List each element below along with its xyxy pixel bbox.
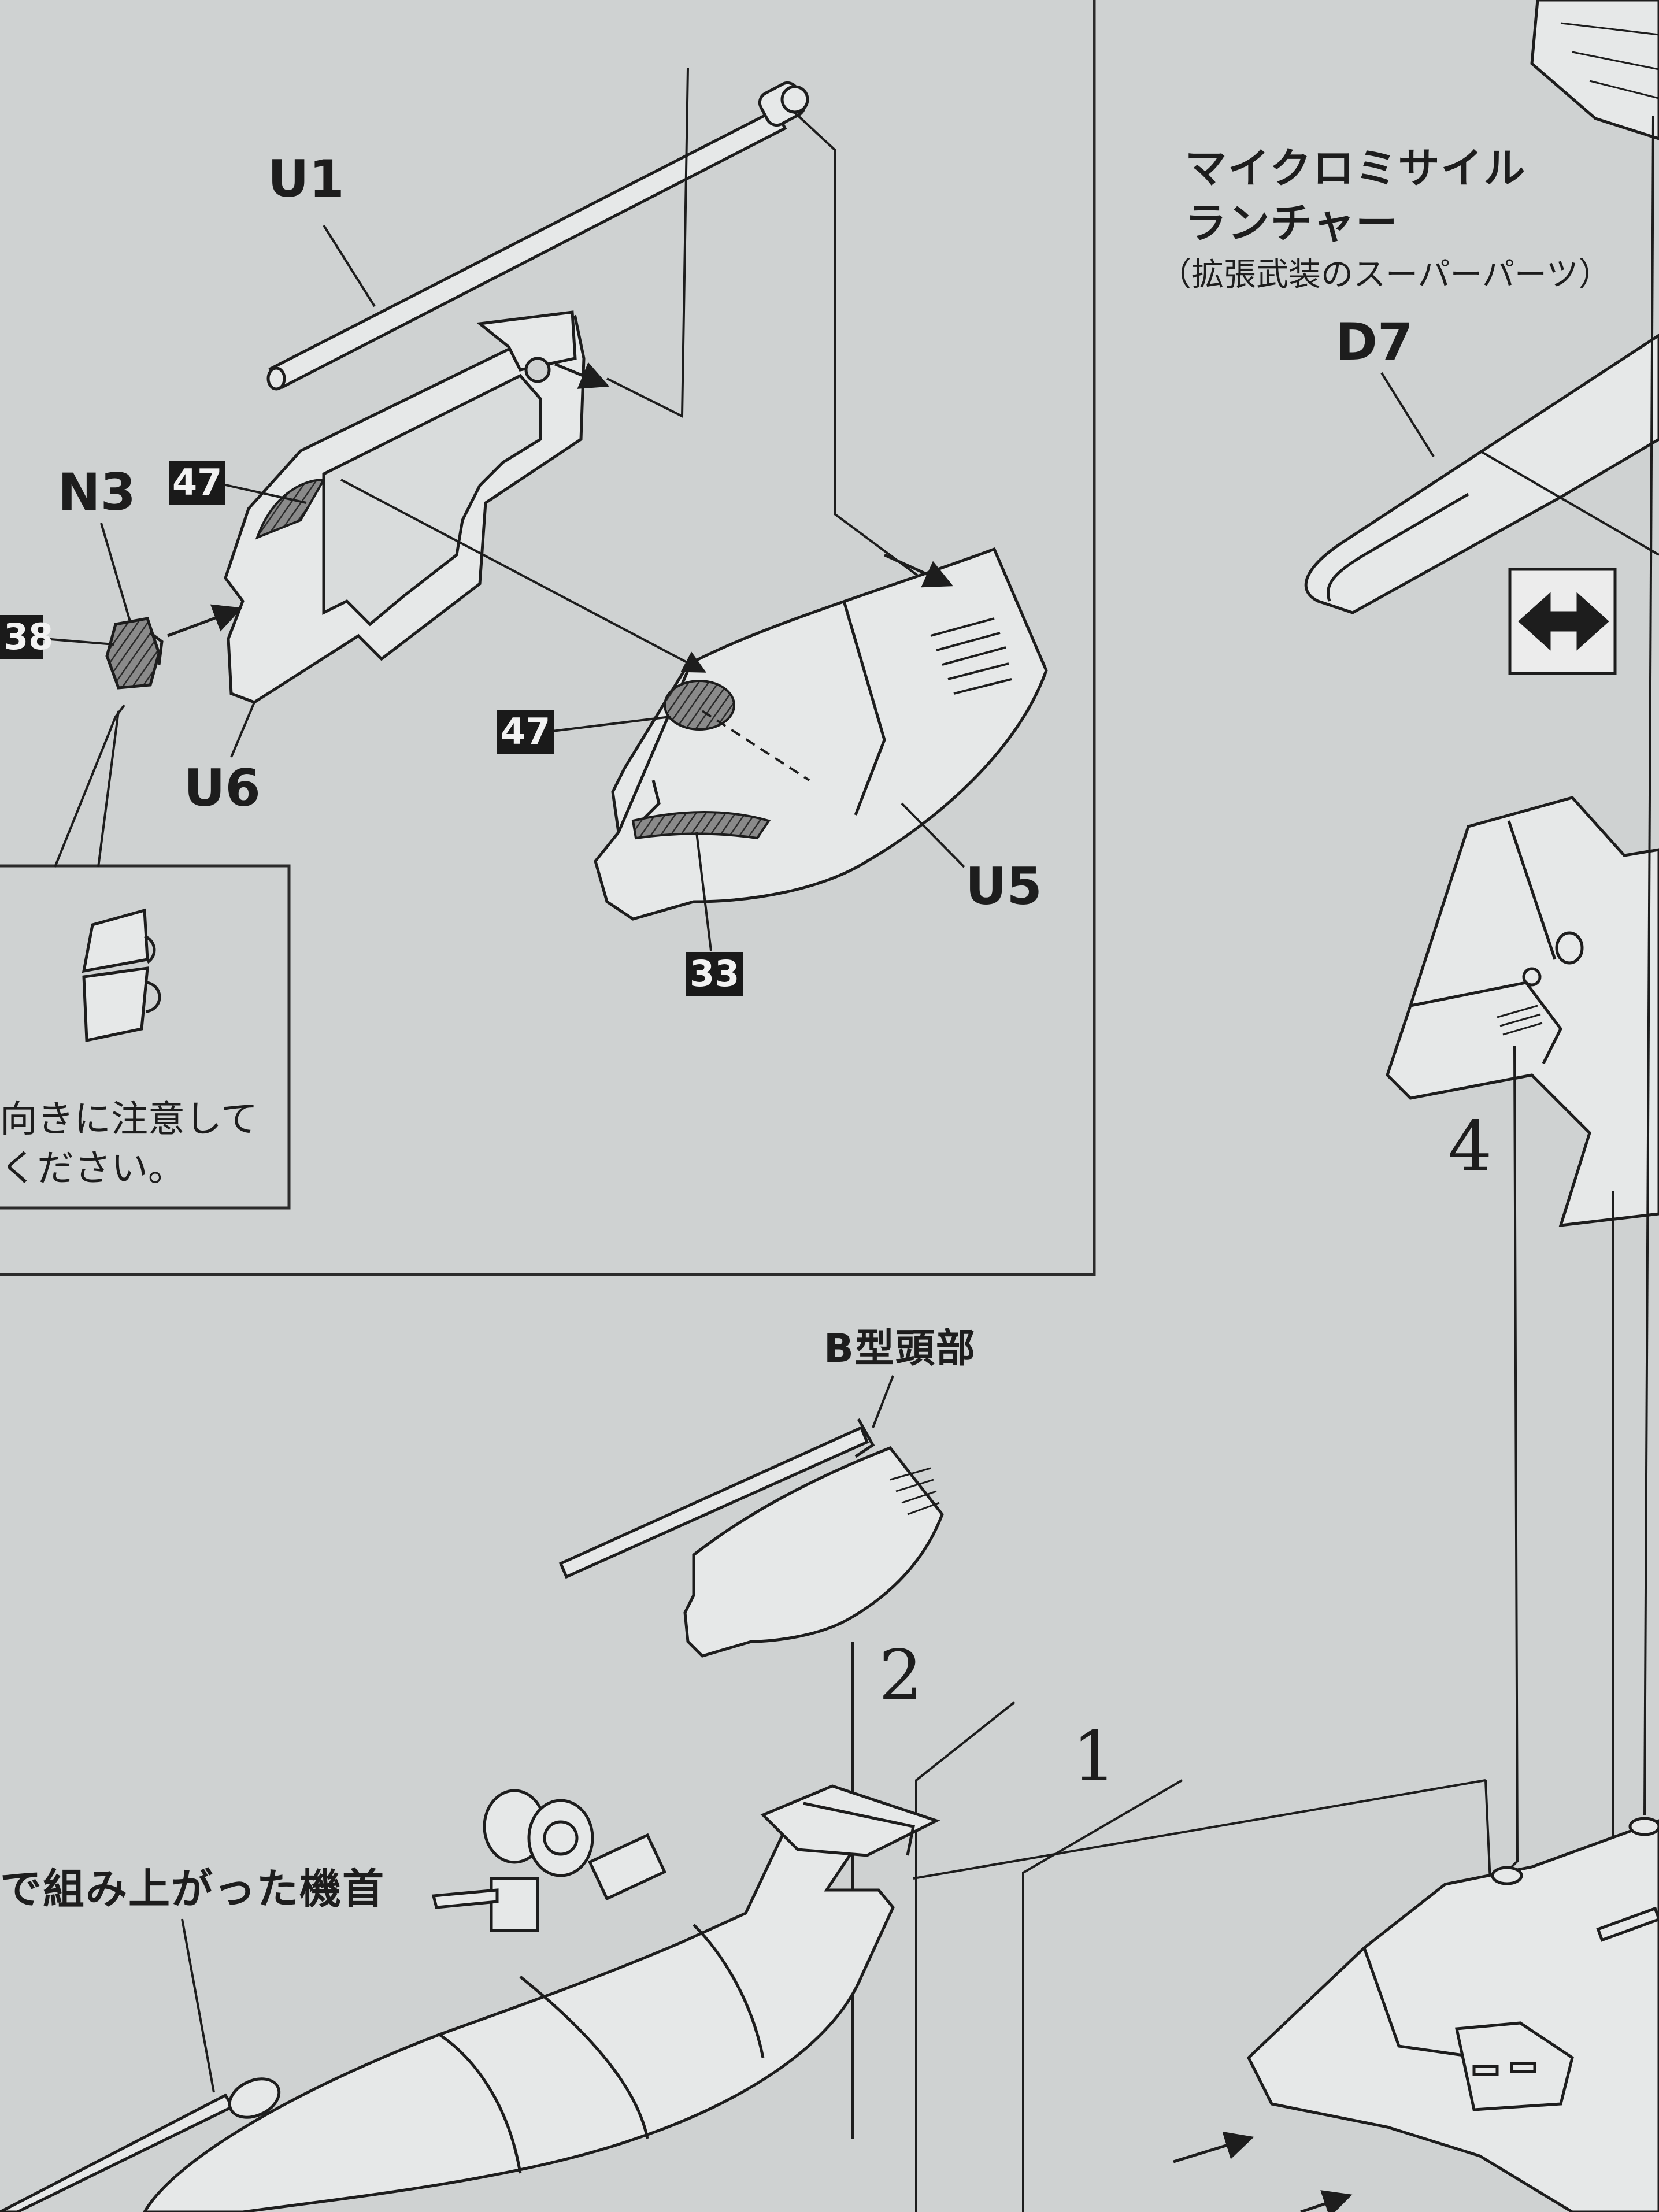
label-u5: U5 — [965, 857, 1042, 916]
leader-b-type-head — [872, 1375, 894, 1428]
decal-47-upper: 47 — [169, 461, 226, 505]
decal-47-lower: 47 — [497, 710, 554, 754]
label-launcher-line2: ランチャー — [1185, 199, 1399, 247]
label-nose-assembled: で組み上がった機首 — [0, 1865, 386, 1913]
leader-inset-2 — [97, 710, 120, 868]
part-u1-rod — [266, 81, 809, 391]
guide-d7 — [1479, 450, 1659, 556]
leader-33 — [695, 832, 712, 951]
leader-47-lower — [551, 716, 671, 732]
part-b-type-head — [558, 1418, 944, 1658]
guide-u1-u5 — [606, 68, 689, 418]
label-u6: U6 — [184, 758, 261, 818]
fuselage-right — [1386, 796, 1659, 1227]
double-arrow-icon — [1508, 568, 1617, 675]
leader-u6 — [230, 702, 255, 758]
label-launcher-note: （拡張武装のスーパーパーツ） — [1159, 256, 1611, 294]
leader-u5 — [901, 802, 965, 868]
label-orientation-note-2: ください。 — [0, 1147, 185, 1190]
arrow-u5-top — [883, 553, 954, 588]
decal-33-area — [631, 811, 771, 840]
inset-part-drawing — [82, 908, 161, 1043]
label-orientation-note-1: 向きに注意して — [0, 1098, 258, 1141]
nose-landing-gear — [431, 1789, 666, 1932]
step-number-4: 4 — [1448, 1107, 1493, 1187]
step1-bracket — [915, 1701, 1016, 2212]
guide-u5 — [794, 112, 926, 582]
label-n3: N3 — [58, 462, 136, 522]
part-u6 — [224, 310, 586, 704]
nose-probe — [0, 2077, 281, 2212]
arrow-lower-right — [1173, 2131, 1254, 2163]
decal-33: 33 — [686, 952, 743, 996]
part-n3 — [105, 617, 164, 690]
wing-top-right — [1530, 0, 1659, 140]
guide-step4-a — [1499, 1046, 1519, 1880]
label-b-type-head: B型頭部 — [824, 1326, 976, 1372]
step1-bracket-2 — [1022, 1779, 1183, 2212]
label-u1: U1 — [268, 149, 345, 209]
leader-inset — [54, 704, 125, 868]
nose-section — [143, 1784, 940, 2212]
leader-47-upper — [214, 481, 307, 504]
leader-38 — [43, 638, 115, 646]
label-launcher-line1: マイクロミサイル — [1185, 144, 1527, 192]
leader-d7 — [1380, 372, 1435, 458]
leader-n3 — [100, 523, 131, 622]
decal-38: 38 — [0, 615, 53, 659]
step-number-1: 1 — [1072, 1717, 1117, 1797]
step1-bracket-3 — [913, 1779, 1486, 1880]
airframe-lower-right — [1246, 1817, 1659, 2212]
guide-u6-u5 — [340, 479, 707, 673]
arrow-lower-right-2 — [1300, 2190, 1353, 2212]
leader-u1 — [323, 224, 376, 307]
decal-47-area-u6 — [255, 478, 326, 540]
guide-step4-b — [1643, 115, 1654, 1815]
part-d7-launcher — [1304, 334, 1659, 614]
detail-frame — [0, 0, 1096, 1276]
label-d7: D7 — [1335, 312, 1413, 372]
decal-47-area-u5 — [664, 680, 735, 731]
step-number-2: 2 — [879, 1636, 923, 1716]
orientation-inset — [0, 864, 291, 1210]
guide-u6-u5-dashed — [701, 710, 810, 781]
leader-nose — [181, 1918, 215, 2093]
arrow-u1-u6 — [554, 362, 610, 389]
arrow-n3-u6 — [167, 604, 243, 638]
